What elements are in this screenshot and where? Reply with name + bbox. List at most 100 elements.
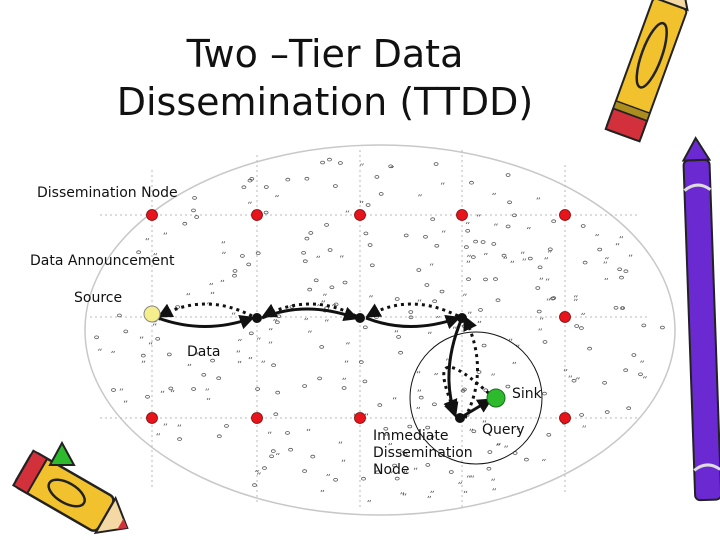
sensor-node [424,283,430,287]
sensor-node [320,489,325,493]
sensor-node [302,469,308,473]
sensor-node [469,428,474,431]
sensor-node [394,330,399,333]
sensor-node [623,368,629,373]
sensor-node [418,194,422,197]
sensor-node [392,397,397,400]
sensor-node [394,476,400,481]
sensor-node [582,260,588,265]
sensor-node [441,230,446,233]
sensor-node [539,277,544,280]
query-segment-1 [157,302,253,318]
sensor-node [403,233,409,238]
sensor-node [316,255,321,258]
sensor-node [516,427,521,431]
sensor-node [236,350,241,353]
sensor-node [620,306,625,310]
sensor-node [338,441,343,444]
sensor-node [363,231,369,236]
sensor-node [268,328,273,331]
sensor-node [439,289,445,294]
sensor-node [546,432,552,437]
sensor-node [394,297,400,301]
sensor-node [623,269,629,274]
sensor-node [275,390,281,395]
sensor-node [275,452,280,456]
sensor-node [417,389,422,392]
source-node [143,305,161,323]
query-segment-4 [463,315,479,419]
sensor-node [470,475,475,478]
dissemination-node [146,209,158,221]
sensor-node [408,315,414,320]
sensor-node [546,298,551,301]
query-segment-5 [442,365,496,415]
sensor-node [491,478,495,481]
sensor-node [175,305,181,309]
sensor-node [542,391,547,396]
sensor-node [153,253,158,256]
sensor-node [177,437,183,441]
sensor-node [341,459,346,462]
sensor-node [267,431,272,434]
sensor-node [256,337,261,340]
sensor-node [434,372,438,376]
sensor-node [527,256,533,261]
sensor-node [508,338,513,341]
sensor-node [224,424,229,428]
sensor-node [619,236,624,239]
forwarding-node [252,313,262,323]
sink-label: Sink [512,386,542,402]
sensor-node [324,319,329,322]
sensor-node [269,454,275,459]
sensor-node [252,483,257,487]
sensor-node [512,361,517,365]
sensor-node [166,352,172,357]
sensor-node [210,358,216,363]
sensor-node [222,251,226,254]
sensor-node [640,360,644,363]
sensor-node [615,243,620,246]
sensor-node [248,356,253,360]
sensor-node [476,370,482,374]
sensor-node [581,312,585,316]
sensor-node [617,267,623,272]
dissemination-node [251,209,263,221]
sensor-node [285,177,291,182]
dissemination-node [354,412,366,424]
sensor-node [399,450,404,453]
sensor-node [216,434,222,439]
dissemination-node [559,209,571,221]
dissemination-node [559,311,571,323]
sensor-node [400,492,405,495]
sensor-node [494,223,498,226]
sensor-node [466,475,471,478]
sensor-node [388,164,394,169]
sensor-node [505,173,511,177]
sensor-node [186,293,191,296]
sensor-node [548,250,552,253]
dissemination-node [456,209,468,221]
sensor-node [324,223,330,227]
sensor-node [526,226,531,230]
sensor-node [460,388,466,393]
sensor-node [241,185,247,190]
sensor-node [274,320,280,325]
sensor-node [140,353,146,358]
sensor-node [160,390,165,393]
sensor-node [413,467,418,470]
sensor-node [574,324,580,328]
sensor-node [304,236,310,241]
sensor-node [538,328,543,331]
sensor-node [626,406,632,411]
sensor-node [163,232,168,235]
pencil-icon [604,0,689,143]
sensor-node [417,299,422,302]
sensor-node [139,336,144,339]
sensor-node [402,452,408,457]
sensor-node [362,379,368,384]
immediate-dissemination-node [455,413,465,423]
sensor-node [304,317,309,321]
sensor-node [194,215,200,219]
sensor-node [205,388,210,391]
